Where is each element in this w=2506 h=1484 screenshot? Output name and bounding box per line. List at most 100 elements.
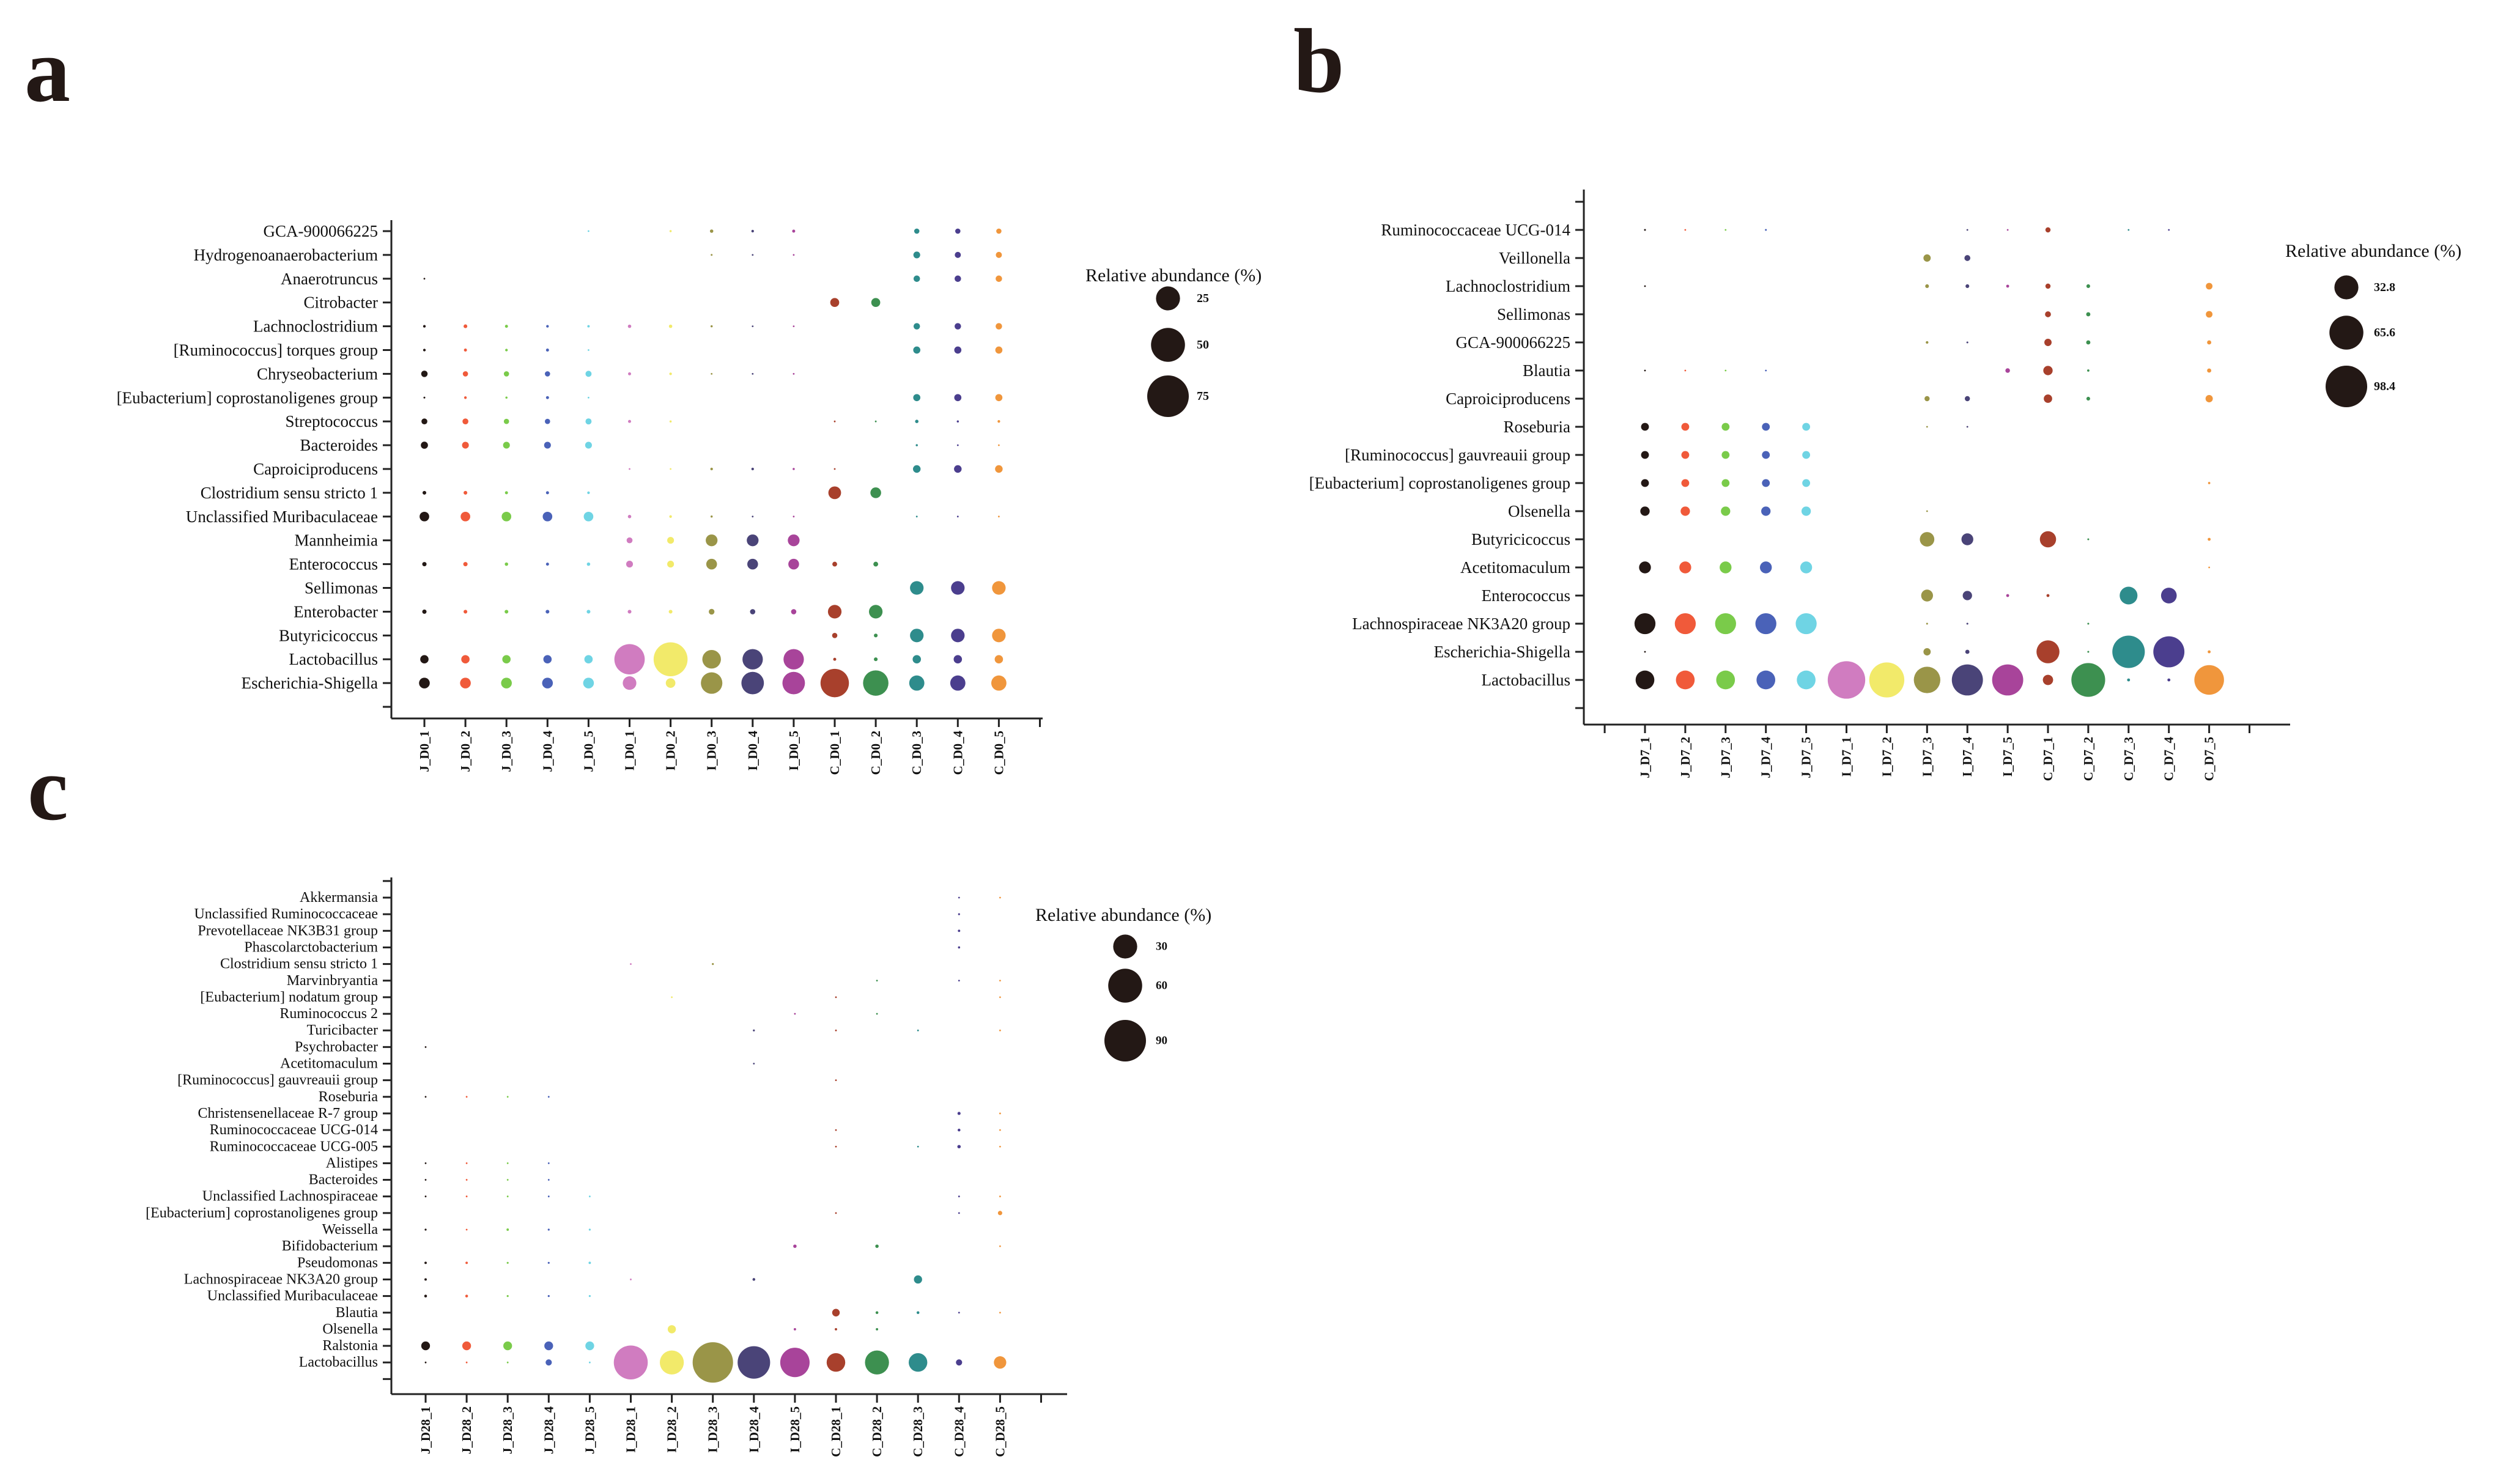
y-tick-label: Citrobacter: [304, 293, 378, 312]
y-tick-label: Unclassified Muribaculaceae: [186, 508, 378, 526]
bubble-point: [999, 896, 1001, 899]
bubble-point: [505, 325, 508, 328]
bubble-point: [1924, 396, 1930, 402]
bubble-point: [1679, 561, 1691, 574]
y-tick-label: Escherichia-Shigella: [242, 674, 378, 692]
bubble-point: [953, 655, 963, 663]
bubble-point: [1641, 451, 1649, 459]
x-tick-label: J_D28_2: [459, 1406, 474, 1454]
bubble-point: [588, 349, 590, 351]
legend-bubble: [1151, 328, 1185, 362]
bubble-point: [835, 1079, 837, 1082]
y-tick-label: Ruminococcaceae UCG-014: [1381, 221, 1570, 239]
bubble-point: [464, 610, 468, 614]
bubble-point: [996, 323, 1002, 330]
y-tick-label: Sellimonas: [305, 579, 378, 597]
bubble-point: [422, 609, 427, 614]
bubble-point: [630, 1279, 632, 1280]
bubble-point: [503, 418, 509, 424]
bubble-point: [1716, 670, 1735, 690]
y-tick-label: Butyricicoccus: [279, 626, 378, 644]
bubble-point: [999, 1145, 1001, 1148]
bubble-point: [1760, 561, 1772, 574]
bubble-point: [667, 561, 675, 568]
bubble-point: [793, 373, 795, 375]
bubble-point: [1721, 479, 1730, 487]
y-tick-label: Olsenella: [1508, 502, 1570, 520]
panel-label: c: [28, 738, 68, 840]
y-tick-label: Blautia: [336, 1305, 379, 1321]
bubble-point: [1923, 254, 1931, 262]
x-tick-label: J_D7_2: [1678, 737, 1693, 778]
bubble-point: [874, 657, 878, 662]
x-tick-label: J_D7_3: [1718, 737, 1733, 778]
bubble-point: [958, 896, 960, 899]
bubble-point: [505, 349, 508, 352]
bubble-point: [1926, 622, 1928, 625]
bubble-point: [2039, 531, 2057, 548]
bubble-point: [628, 372, 631, 375]
bubble-point: [1802, 451, 1811, 459]
bubble-point: [424, 1361, 427, 1364]
bubble-point: [999, 1112, 1001, 1115]
legend-bubble: [1147, 375, 1189, 417]
bubble-point: [752, 254, 754, 256]
y-tick-label: Ruminococcus 2: [279, 1006, 378, 1022]
bubble-point: [874, 420, 877, 423]
bubble-point: [587, 491, 590, 495]
bubble-point: [1802, 423, 1811, 431]
bubble-point: [913, 323, 920, 330]
bubble-point: [995, 465, 1003, 473]
bubble-point: [506, 1361, 509, 1364]
bubble-point: [424, 1046, 427, 1048]
legend-value: 30: [1156, 940, 1167, 953]
bubble-point: [547, 1228, 550, 1231]
bubble-point: [670, 468, 671, 470]
bubble-point: [1921, 589, 1933, 602]
legend-value: 75: [1197, 389, 1209, 403]
bubble-point: [1765, 229, 1767, 231]
bubble-point: [751, 229, 754, 233]
bubble-point: [794, 1013, 796, 1015]
legend-value: 90: [1156, 1035, 1167, 1047]
bubble-point: [955, 275, 961, 282]
bubble-point: [465, 1162, 468, 1164]
bubble-point: [956, 444, 959, 446]
bubble-point: [706, 534, 718, 547]
bubble-point: [422, 562, 427, 567]
bubble-point: [462, 371, 468, 377]
bubble-point: [545, 1359, 552, 1366]
bubble-point: [2071, 663, 2105, 697]
x-tick-label: J_D7_4: [1759, 737, 1773, 778]
bubble-point: [999, 1129, 1001, 1131]
x-tick-label: I_D28_5: [788, 1406, 802, 1453]
bubble-point: [2087, 369, 2090, 372]
bubble-point: [1762, 451, 1770, 459]
bubble-point: [542, 677, 553, 688]
bubble-point: [1795, 613, 1817, 635]
bubble-point: [995, 394, 1003, 402]
x-tick-label: J_D28_5: [582, 1406, 597, 1454]
bubble-point: [917, 1145, 919, 1148]
y-tick-label: [Eubacterium] coprostanoligenes group: [117, 388, 378, 407]
bubble-point: [2206, 282, 2213, 290]
bubble-point: [423, 349, 426, 352]
bubble-point: [587, 325, 590, 328]
bubble-point: [589, 1361, 591, 1364]
legend-title: Relative abundance (%): [1035, 905, 1211, 925]
bubble-point: [2208, 482, 2211, 484]
y-tick-label: [Eubacterium] coprostanoligenes group: [146, 1205, 378, 1221]
bubble-point: [955, 228, 961, 234]
bubble-point: [692, 1342, 733, 1383]
bubble-point: [1762, 423, 1770, 431]
bubble-point: [2086, 340, 2091, 345]
bubble-point: [626, 537, 633, 544]
bubble-point: [424, 1162, 427, 1164]
y-tick-label: Enterobacter: [294, 602, 378, 621]
y-tick-label: Clostridium sensu stricto 1: [201, 484, 378, 502]
x-tick-label: I_D7_5: [2000, 737, 2015, 777]
bubble-point: [547, 1261, 550, 1264]
bubble-point: [627, 515, 632, 519]
bubble-point: [999, 1245, 1001, 1247]
bubble-point: [1869, 662, 1905, 698]
